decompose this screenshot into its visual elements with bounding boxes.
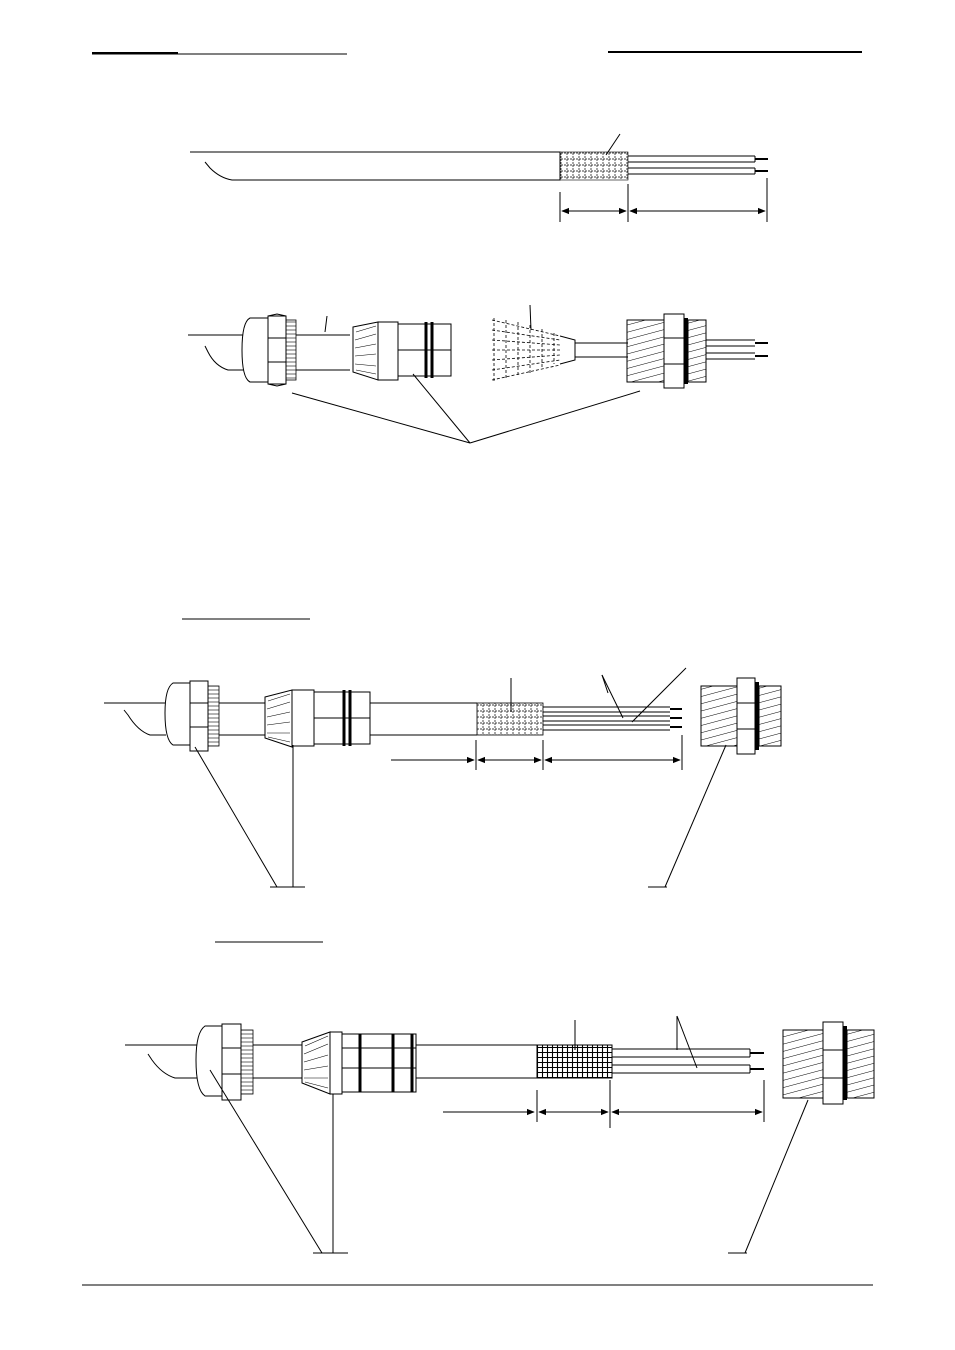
clamping-insert	[301, 1031, 417, 1095]
dimension-lines	[443, 1080, 765, 1128]
cores	[612, 1048, 764, 1074]
dimension-lines	[559, 178, 768, 222]
gland-body	[626, 313, 707, 389]
dome-nut	[164, 680, 220, 752]
header-rules	[92, 51, 862, 55]
cores	[628, 155, 768, 175]
leader-line	[324, 315, 328, 333]
callout-lines	[194, 744, 727, 888]
leader-lines	[676, 1015, 698, 1069]
clamping-insert	[264, 689, 371, 748]
leader-line	[529, 304, 532, 331]
gland-body	[700, 677, 782, 755]
braid-shield	[476, 702, 544, 736]
braid-fanned	[491, 304, 576, 382]
figure-gland-assembly-variant-b	[125, 941, 875, 1254]
leader-lines	[601, 667, 687, 723]
cores	[543, 706, 682, 731]
figure-gland-assembly-variant-a	[104, 618, 782, 888]
callout-lines	[209, 1069, 809, 1254]
braid-shield	[559, 151, 629, 181]
leader-line	[605, 133, 621, 156]
dome-nut	[241, 313, 297, 387]
dome-nut	[195, 1023, 254, 1101]
gland-body	[782, 1021, 875, 1105]
dimension-lines	[391, 735, 683, 770]
cores	[706, 339, 768, 360]
callout-lines	[291, 373, 641, 444]
figure-cable-stripping	[190, 133, 768, 222]
clamping-insert	[352, 321, 452, 381]
figure-gland-parts-exploded	[188, 304, 768, 444]
